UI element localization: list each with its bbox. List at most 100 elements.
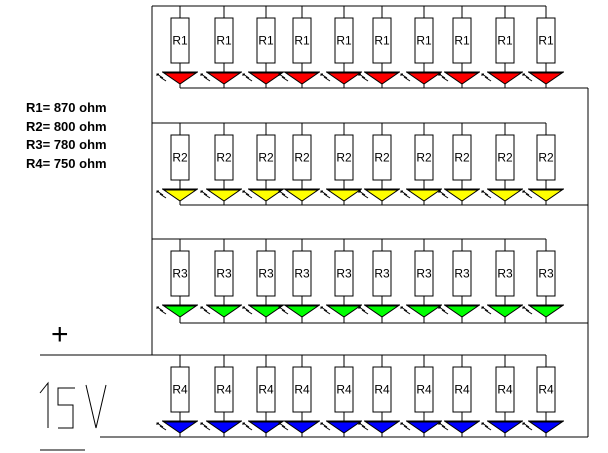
led-string: R1	[156, 6, 198, 88]
led-diode	[487, 72, 523, 85]
emission-arrow	[403, 76, 411, 82]
resistor-label: R3	[336, 267, 352, 281]
legend-line-r4: R4= 750 ohm	[26, 155, 107, 171]
led-diode	[528, 421, 564, 434]
resistor-label: R2	[374, 151, 390, 165]
legend-line-r2: R2= 800 ohm	[26, 118, 107, 134]
led-diode	[444, 421, 480, 434]
emission-arrow	[522, 422, 530, 428]
led-diode	[248, 72, 284, 85]
emission-arrow	[358, 306, 366, 312]
resistor-label: R4	[216, 383, 232, 397]
emission-arrow	[441, 76, 449, 82]
emission-arrow	[278, 190, 286, 196]
led-string: R2	[156, 123, 198, 205]
led-diode	[162, 421, 198, 434]
emission-arrow	[525, 76, 533, 82]
emission-arrow	[200, 190, 208, 196]
emission-arrow-head	[522, 73, 525, 76]
led-string: R4	[320, 355, 362, 437]
led-diode	[206, 421, 242, 434]
emission-arrow-head	[200, 190, 203, 193]
led-diode	[364, 421, 400, 434]
emission-arrow	[525, 309, 533, 315]
led-diode	[406, 421, 442, 434]
led-string: R2	[522, 123, 564, 205]
led-diode	[248, 305, 284, 318]
voltage-label: 19V	[39, 381, 107, 429]
led-string: R3	[200, 239, 242, 323]
emission-arrow	[438, 73, 446, 79]
led-string: R4	[200, 355, 242, 437]
emission-arrow-head	[438, 73, 441, 76]
led-diode	[528, 72, 564, 85]
resistor-label: R2	[216, 151, 232, 165]
emission-arrow	[320, 73, 328, 79]
emission-arrow	[281, 309, 289, 315]
led-string: R4	[522, 355, 564, 437]
resistor-label: R4	[538, 383, 554, 397]
emission-arrow	[242, 73, 250, 79]
emission-arrow	[522, 306, 530, 312]
resistor-label: R1	[336, 34, 352, 48]
led-diode	[487, 305, 523, 318]
led-string: R3	[438, 239, 480, 323]
led-string: R3	[358, 239, 400, 323]
emission-arrow-head	[242, 190, 245, 193]
resistor-label: R4	[497, 383, 513, 397]
resistor-label: R3	[172, 267, 188, 281]
emission-arrow	[200, 306, 208, 312]
emission-arrow	[403, 425, 411, 431]
emission-arrow	[245, 309, 253, 315]
led-string: R1	[320, 6, 362, 88]
emission-arrow	[200, 73, 208, 79]
resistor-label: R2	[336, 151, 352, 165]
emission-arrow	[320, 306, 328, 312]
emission-arrow-head	[320, 306, 323, 309]
led-diode	[248, 421, 284, 434]
emission-arrow-head	[320, 73, 323, 76]
led-diode	[406, 189, 442, 202]
emission-arrow	[361, 425, 369, 431]
led-diode	[206, 189, 242, 202]
emission-arrow	[525, 425, 533, 431]
emission-arrow	[245, 76, 253, 82]
emission-arrow-head	[156, 190, 159, 193]
emission-arrow	[403, 309, 411, 315]
emission-arrow-head	[481, 422, 484, 425]
led-string: R2	[438, 123, 480, 205]
emission-arrow	[441, 193, 449, 199]
led-string: R4	[481, 355, 523, 437]
resistor-label: R1	[258, 34, 274, 48]
emission-arrow-head	[200, 306, 203, 309]
resistor-label: R4	[172, 383, 188, 397]
emission-arrow	[438, 306, 446, 312]
led-diode	[406, 72, 442, 85]
resistor-label: R3	[454, 267, 470, 281]
led-string: R2	[278, 123, 320, 205]
resistor-label: R3	[216, 267, 232, 281]
led-string: R1	[481, 6, 523, 88]
led-diode	[444, 72, 480, 85]
emission-arrow	[320, 422, 328, 428]
emission-arrow	[481, 422, 489, 428]
resistor-label: R4	[454, 383, 470, 397]
led-diode	[406, 305, 442, 318]
resistor-label: R1	[538, 34, 554, 48]
resistor-label: R3	[374, 267, 390, 281]
emission-arrow-head	[278, 306, 281, 309]
emission-arrow-head	[200, 422, 203, 425]
resistor-label: R4	[416, 383, 432, 397]
emission-arrow	[323, 76, 331, 82]
emission-arrow	[159, 425, 167, 431]
led-string: R3	[278, 239, 320, 323]
led-diode	[364, 72, 400, 85]
led-diode	[444, 305, 480, 318]
resistor-label: R4	[294, 383, 310, 397]
emission-arrow-head	[278, 190, 281, 193]
led-diode	[162, 72, 198, 85]
resistor-label: R1	[497, 34, 513, 48]
led-string: R4	[156, 355, 198, 437]
